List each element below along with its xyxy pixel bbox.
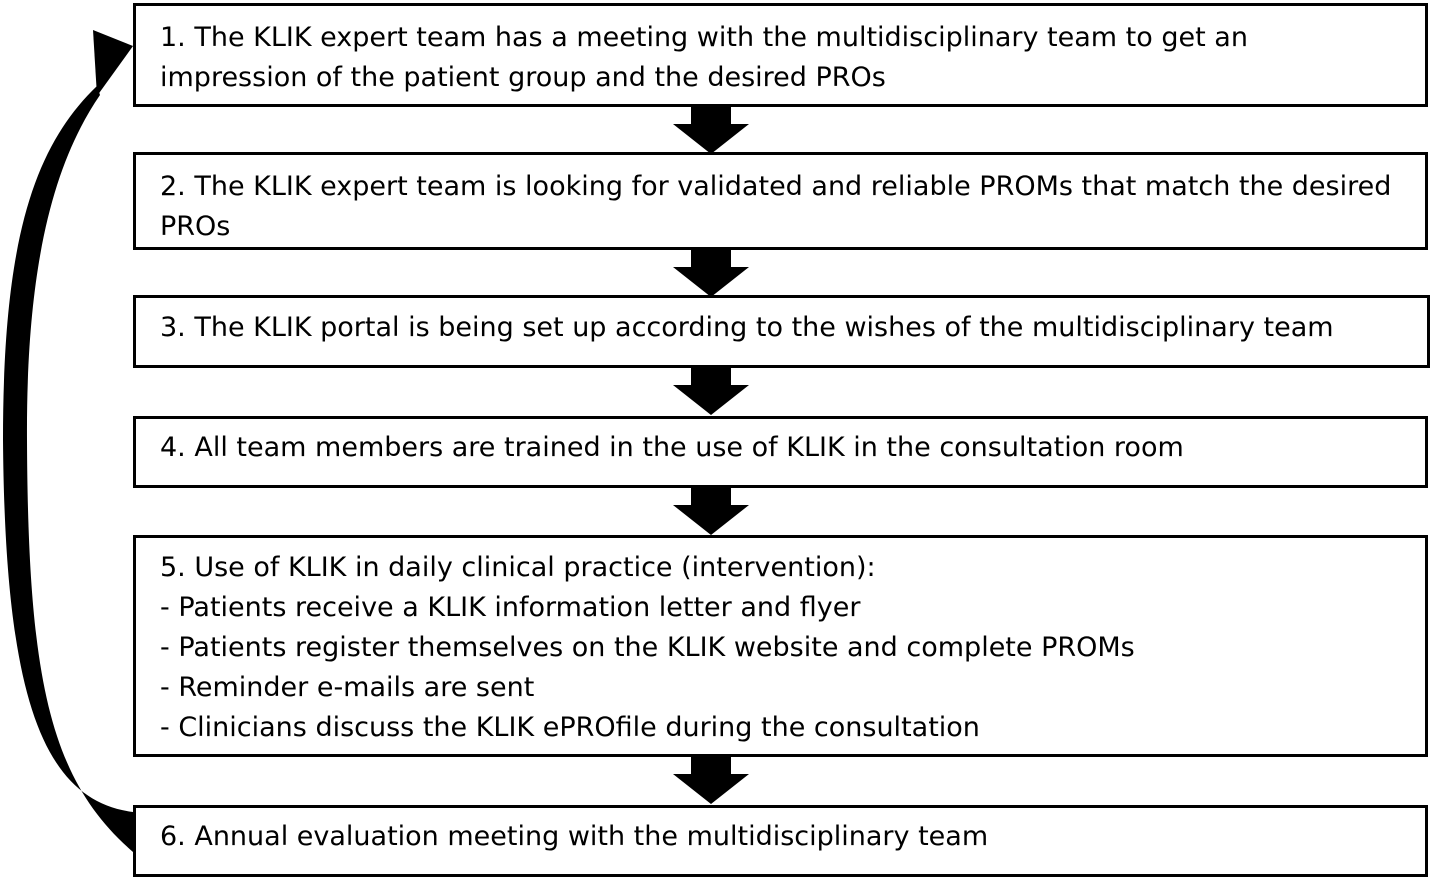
step-6-line-1: 6. Annual evaluation meeting with the mu…: [160, 821, 989, 852]
step-5-line-1: 5. Use of KLIK in daily clinical practic…: [160, 552, 876, 583]
step-1-line-1: 1. The KLIK expert team has a meeting wi…: [160, 22, 1248, 53]
step-1-line-2: impression of the patient group and the …: [160, 62, 886, 93]
step-5-line-4: - Reminder e-mails are sent: [160, 672, 535, 703]
step-5-line-5: - Clinicians discuss the KLIK ePROfile d…: [160, 712, 980, 743]
down-arrow-5-to-6: [673, 756, 749, 804]
step-1-box: 1. The KLIK expert team has a meeting wi…: [133, 3, 1428, 107]
feedback-loop-arrowhead: [93, 30, 133, 96]
step-3-box: 3. The KLIK portal is being set up accor…: [133, 295, 1430, 368]
down-arrow-1-to-2: [673, 106, 749, 154]
step-2-line-2: PROs: [160, 211, 231, 242]
step-3-line-1: 3. The KLIK portal is being set up accor…: [160, 312, 1334, 343]
step-4-line-1: 4. All team members are trained in the u…: [160, 432, 1184, 463]
step-2-line-1: 2. The KLIK expert team is looking for v…: [160, 171, 1392, 202]
step-2-box: 2. The KLIK expert team is looking for v…: [133, 152, 1428, 250]
step-5-line-2: - Patients receive a KLIK information le…: [160, 592, 861, 623]
down-arrow-2-to-3: [673, 249, 749, 297]
feedback-loop-arrow-body: [3, 86, 133, 852]
step-5-line-3: - Patients register themselves on the KL…: [160, 632, 1135, 663]
step-4-box: 4. All team members are trained in the u…: [133, 416, 1428, 488]
down-arrow-3-to-4: [673, 367, 749, 415]
feedback-loop-arrow: [3, 30, 133, 852]
step-5-box: 5. Use of KLIK in daily clinical practic…: [133, 535, 1428, 757]
down-arrow-4-to-5: [673, 487, 749, 535]
step-6-box: 6. Annual evaluation meeting with the mu…: [133, 805, 1428, 877]
